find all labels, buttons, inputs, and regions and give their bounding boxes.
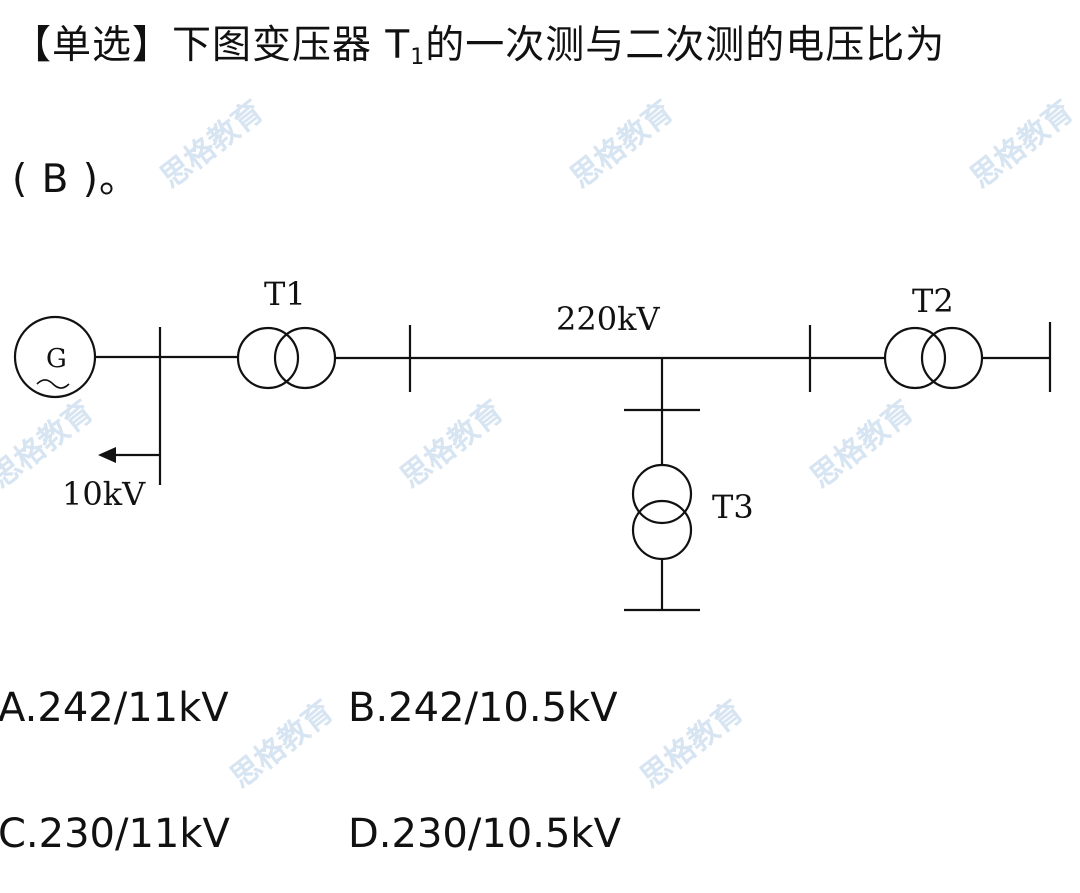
option-a[interactable]: A.242/11kV — [0, 685, 229, 731]
load-arrow-head — [98, 447, 116, 463]
option-d[interactable]: D.230/10.5kV — [348, 811, 621, 857]
answer-text: ( B )。 — [12, 157, 139, 202]
question-subscript: 1 — [410, 45, 426, 70]
question-text: 【单选】下图变压器 T1的一次测与二次测的电压比为 — [12, 22, 945, 82]
t2-label: T2 — [912, 282, 954, 320]
t1-label: T1 — [264, 275, 306, 313]
transformer-t1-secondary — [273, 326, 337, 390]
question-prefix: 【单选】下图变压器 T — [12, 23, 411, 68]
bus-10-label: 10kV — [62, 475, 146, 513]
t3-label: T3 — [712, 488, 754, 526]
generator-label: G — [46, 344, 67, 374]
bus-220-label: 220kV — [556, 300, 660, 338]
transformer-t1-primary — [236, 326, 300, 390]
transformer-t2-primary — [883, 326, 947, 390]
option-c[interactable]: C.230/11kV — [0, 811, 230, 857]
transformer-t3-secondary — [631, 499, 693, 561]
option-b[interactable]: B.242/10.5kV — [348, 685, 618, 731]
transformer-t3-primary — [631, 463, 693, 525]
generator-wave — [36, 379, 70, 389]
question-suffix: 的一次测与二次测的电压比为 — [425, 23, 946, 68]
transformer-t2-secondary — [920, 326, 984, 390]
